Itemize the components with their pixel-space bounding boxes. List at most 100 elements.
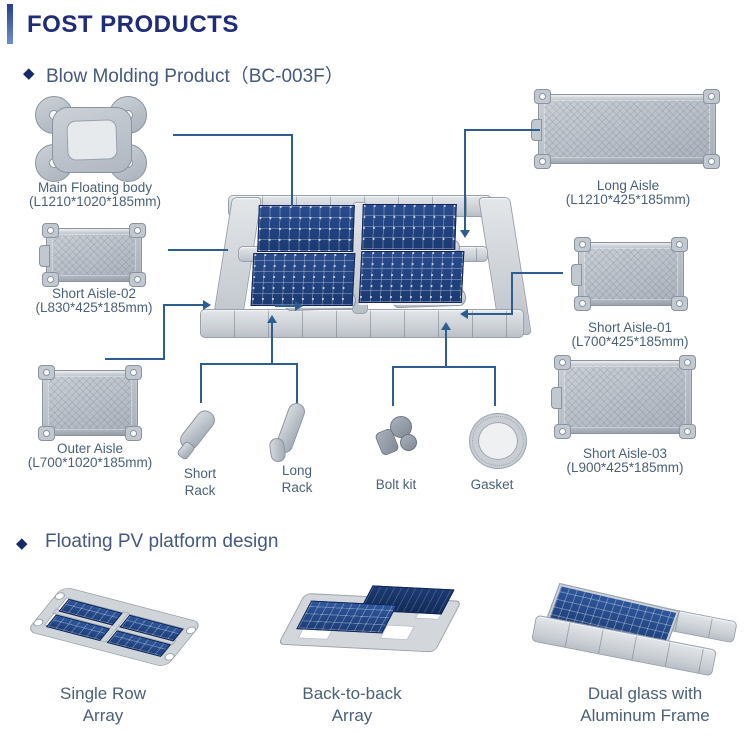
- corner-lug: [38, 426, 55, 441]
- iso-platform: [277, 585, 462, 653]
- arrow-up-icon: [441, 322, 451, 330]
- corner-lug: [42, 272, 59, 287]
- diamond-bullet-icon: ◆: [23, 65, 35, 82]
- design-label-single-row-1: Single Row: [60, 684, 146, 703]
- short-aisle-02-name: Short Aisle-02: [51, 286, 137, 301]
- long-aisle-dims: (L1210*425*185mm): [565, 192, 691, 207]
- connector-racks: [200, 363, 202, 403]
- connector-racks: [271, 322, 273, 365]
- connector-main-floating-body: [173, 134, 293, 136]
- main-floating-body-dims: (L1210*1020*185mm): [28, 194, 162, 209]
- connector-short-aisle-01: [468, 313, 513, 315]
- long-aisle-name: Long Aisle: [596, 178, 660, 193]
- short-aisle-02-dims: (L830*425*185mm): [35, 300, 153, 315]
- main-floating-body-name: Main Floating body: [37, 180, 153, 195]
- corner-lug: [534, 89, 551, 104]
- corner-lug: [703, 89, 720, 104]
- short-rack-image: [176, 406, 224, 461]
- short-aisle-03-dims: (L900*425*185mm): [566, 460, 684, 475]
- connector-outer-aisle: [163, 305, 165, 360]
- corner-lug: [574, 237, 591, 252]
- page-title: FOST PRODUCTS: [27, 11, 239, 38]
- arrow-down-icon: [460, 230, 470, 238]
- corner-lug: [679, 424, 696, 439]
- outer-aisle-image: [38, 365, 142, 441]
- corner-lug: [671, 237, 688, 252]
- short-aisle-03-image: [551, 355, 696, 439]
- bolt-part: [400, 434, 417, 451]
- connector-bolt-gasket: [392, 366, 496, 368]
- design-label-back-to-back-2: Array: [331, 706, 373, 725]
- connector-long-aisle: [464, 129, 466, 230]
- solar-panel-top-left: [257, 205, 355, 252]
- connector-racks: [296, 363, 298, 403]
- long-rack-image: [262, 400, 316, 463]
- side-tab: [39, 245, 50, 267]
- long-rack-label-1: Long: [281, 463, 313, 478]
- connector-rack-pointer: [275, 305, 295, 307]
- connector-main-floating-body: [291, 134, 293, 206]
- corner-lug: [574, 296, 591, 311]
- connector-racks: [200, 363, 298, 365]
- corner-lug: [703, 154, 720, 169]
- solar-panel-top-right: [361, 204, 457, 250]
- short-aisle-02-image: [39, 223, 146, 287]
- connector-bolt-gasket: [445, 330, 447, 368]
- design-label-dual-glass-2: Aluminum Frame: [580, 706, 710, 725]
- section-heading-blow-molding: Blow Molding Product（BC-003F）: [46, 66, 344, 87]
- corner-lug: [679, 355, 696, 370]
- short-aisle-03-name: Short Aisle-03: [582, 446, 668, 461]
- connector-bolt-gasket: [392, 366, 394, 406]
- diamond-bullet-icon: ◆: [16, 535, 28, 552]
- corner-lug: [554, 424, 571, 439]
- single-row-array-image: [15, 582, 225, 687]
- side-tab: [571, 264, 582, 286]
- corner-lug: [42, 223, 59, 238]
- design-label-single-row-2: Array: [82, 706, 124, 725]
- corner-lug: [554, 355, 571, 370]
- connector-short-aisle-01: [511, 272, 563, 274]
- design-label-dual-glass-1: Dual glass with: [587, 684, 703, 703]
- gasket-ring: [470, 414, 526, 468]
- corner-lug: [129, 272, 146, 287]
- bolt-kit-label: Bolt kit: [375, 477, 417, 492]
- short-rack-label-1: Short: [183, 466, 217, 481]
- corner-lug: [534, 154, 551, 169]
- design-label-back-to-back-1: Back-to-back: [302, 684, 402, 703]
- corner-lug: [129, 223, 146, 238]
- title-accent-bar: [7, 4, 13, 44]
- side-tab: [551, 387, 562, 409]
- arrow-up-icon: [267, 315, 277, 323]
- short-aisle-01-dims: (L700*425*185mm): [571, 334, 689, 349]
- long-rack-label-2: Rack: [281, 480, 313, 495]
- section-heading-platform-design: Floating PV platform design: [45, 531, 279, 552]
- bolt-kit-image: [372, 412, 424, 460]
- solar-panel-bottom-left: [250, 253, 356, 306]
- back-to-back-array-image: [245, 583, 465, 683]
- arrow-right-icon: [203, 300, 211, 310]
- connector-outer-aisle: [163, 304, 203, 306]
- corner-lug: [671, 296, 688, 311]
- long-aisle-image: [531, 89, 720, 169]
- corner-lug: [38, 365, 55, 380]
- outer-aisle-name: Outer Aisle: [56, 441, 124, 456]
- corner-lug: [125, 426, 142, 441]
- corner-lug: [125, 365, 142, 380]
- short-aisle-01-image: [571, 237, 688, 311]
- connector-outer-aisle: [105, 358, 165, 360]
- connector-short-aisle-02: [168, 249, 228, 251]
- arrow-right-icon: [295, 301, 303, 311]
- solar-panel-bottom-right: [358, 251, 465, 303]
- connector-bolt-gasket: [494, 366, 496, 406]
- mini-solar-panel-front: [296, 600, 398, 634]
- gasket-image: [468, 412, 526, 468]
- short-rack-label-2: Rack: [184, 483, 216, 498]
- short-aisle-01-name: Short Aisle-01: [587, 320, 673, 335]
- arrow-left-icon: [460, 309, 468, 319]
- connector-short-aisle-01: [511, 272, 513, 315]
- main-floating-body-image: [35, 96, 147, 182]
- outer-aisle-dims: (L700*1020*185mm): [27, 455, 153, 470]
- dual-glass-image: [530, 580, 750, 685]
- gasket-label: Gasket: [470, 477, 514, 492]
